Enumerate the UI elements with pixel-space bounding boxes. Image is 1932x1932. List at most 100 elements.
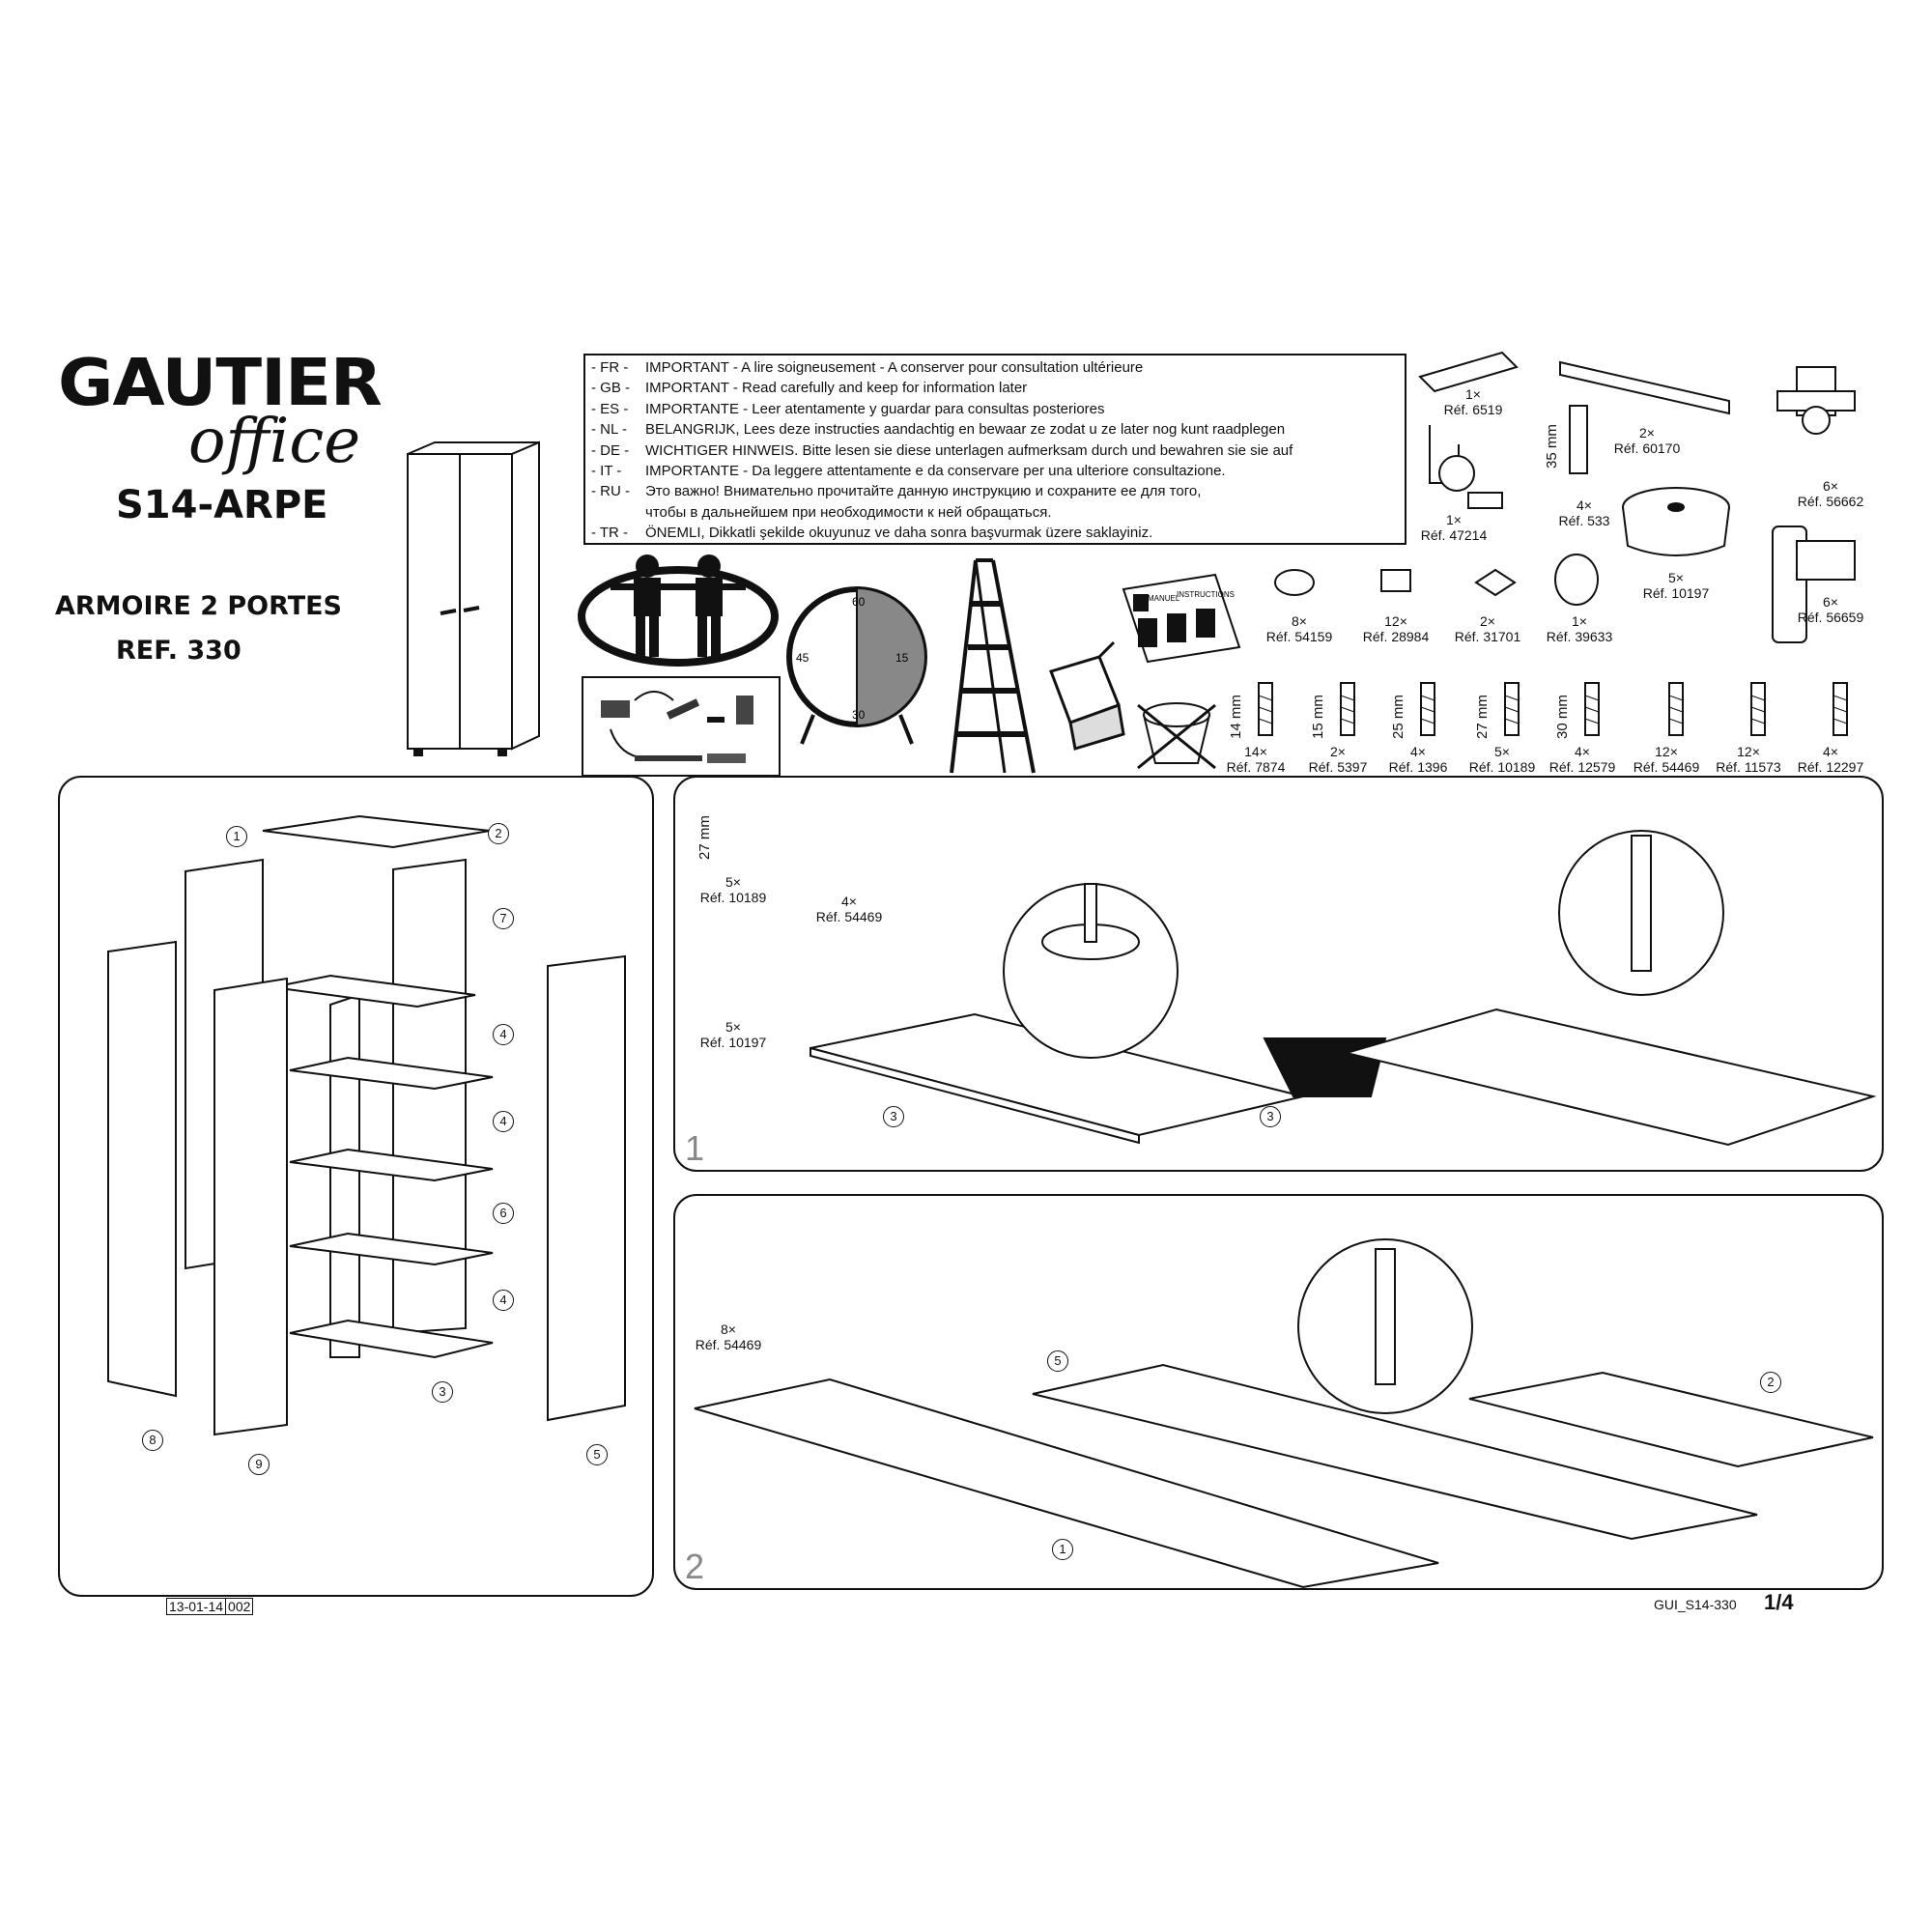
part-dimension: 30 mm	[1554, 695, 1571, 739]
step1-number: 1	[685, 1128, 704, 1168]
part-ref: Réf. 60170	[1613, 440, 1681, 456]
lock-47214-icon	[1429, 425, 1503, 509]
warning-row: - FR - IMPORTANT - A lire soigneusement -…	[591, 357, 1399, 378]
manual-label-b: INSTRUCTIONS	[1177, 590, 1235, 599]
part-callout: 8	[142, 1430, 163, 1451]
footer-date: 13-01-14	[169, 1599, 224, 1614]
product-ref: REF. 330	[116, 636, 242, 666]
warning-lang: - TR -	[591, 525, 629, 542]
step2-number: 2	[685, 1547, 704, 1586]
part-callout: 7	[493, 908, 514, 929]
hardware-part: 8×Réf. 54159	[1256, 613, 1343, 644]
warning-lang: - DE -	[591, 441, 630, 459]
hardware-part: 5×Réf. 10189	[1459, 744, 1546, 775]
warning-row: - DE -WICHTIGER HINWEIS. Bitte lesen sie…	[591, 440, 1399, 461]
part-qty: 6×	[1823, 594, 1838, 610]
part-qty: 4×	[1823, 744, 1838, 759]
hardware-part: 4×Réf. 54469	[806, 894, 893, 924]
part-qty: 8×	[1292, 613, 1307, 629]
warning-text: BELANGRIJK, Lees deze instructies aandac…	[645, 421, 1286, 439]
part-callout: 3	[883, 1106, 904, 1127]
part-qty: 5×	[725, 874, 741, 890]
hardware-part: 5×Réf. 10197	[1633, 570, 1719, 601]
part-callout: 3	[432, 1381, 453, 1403]
clock-icon: 60 15 30 45	[786, 586, 927, 745]
part-qty: 6×	[1823, 478, 1838, 494]
hardware-part: 12×Réf. 28984	[1352, 613, 1439, 644]
part-qty: 1×	[1465, 386, 1481, 402]
warning-text: чтобы в дальнейшем при необходимости к н…	[645, 503, 1052, 521]
part-callout: 4	[493, 1111, 514, 1132]
exploded-view-drawing	[107, 814, 626, 1436]
part-ref: Réf. 7874	[1226, 759, 1286, 775]
warning-text: IMPORTANT - A lire soigneusement - A con…	[645, 359, 1144, 376]
hardware-part: 2×Réf. 60170	[1604, 425, 1690, 456]
hardware-part: 4×Réf. 533	[1541, 497, 1628, 528]
part-qty: 1×	[1572, 613, 1587, 629]
hardware-part: 2×Réf. 5397	[1294, 744, 1381, 775]
document-reference: GUI_S14-330	[1654, 1597, 1737, 1612]
part-qty: 5×	[725, 1019, 741, 1035]
part-qty: 2×	[1330, 744, 1346, 759]
cam-54159-icon	[1274, 569, 1315, 596]
foot-10197-icon	[1622, 487, 1730, 556]
step2-drawing: 2	[685, 1238, 1874, 1589]
part-ref: Réf. 28984	[1362, 629, 1430, 644]
part-ref: Réf. 47214	[1420, 527, 1488, 543]
screw-icon	[1750, 682, 1766, 736]
part-callout: 1	[226, 826, 247, 847]
warning-text: IMPORTANTE - Da leggere attentamente e d…	[645, 463, 1226, 480]
part-qty: 2×	[1639, 425, 1655, 440]
part-dimension: 27 mm	[696, 815, 713, 860]
part-callout: 5	[1047, 1350, 1068, 1372]
part-callout: 1	[1052, 1539, 1073, 1560]
hinge-56662-icon	[1776, 366, 1856, 435]
step1-drawing: 1	[685, 830, 1877, 1168]
hardware-part: 6×Réf. 56659	[1787, 594, 1874, 625]
screw-icon	[1584, 682, 1600, 736]
part-ref: Réf. 1396	[1388, 759, 1448, 775]
product-title: ARMOIRE 2 PORTES	[55, 591, 342, 621]
part-qty: 14×	[1244, 744, 1267, 759]
bracket-28984-icon	[1380, 569, 1411, 592]
warning-lang: - FR -	[591, 359, 629, 376]
part-qty: 4×	[1410, 744, 1426, 759]
part-qty: 8×	[721, 1321, 736, 1337]
part-qty: 2×	[1480, 613, 1495, 629]
warning-lang: - GB -	[591, 380, 630, 397]
warning-box: - FR - IMPORTANT - A lire soigneusement -…	[583, 354, 1406, 545]
hardware-part: 4×Réf. 1396	[1375, 744, 1462, 775]
screw-icon	[1504, 682, 1520, 736]
part-ref: Réf. 54159	[1265, 629, 1333, 644]
part-dimension: 35 mm	[1544, 424, 1560, 469]
hardware-part: 1×Réf. 47214	[1410, 512, 1497, 543]
warning-lang: - RU -	[591, 483, 630, 500]
part-qty: 1×	[1446, 512, 1462, 527]
part-callout: 3	[1260, 1106, 1281, 1127]
part-callout: 9	[248, 1454, 270, 1475]
part-ref: Réf. 54469	[1633, 759, 1700, 775]
warning-lang: - IT -	[591, 463, 622, 480]
screw-icon	[1833, 682, 1848, 736]
part-qty: 4×	[1577, 497, 1592, 513]
part-ref: Réf. 31701	[1454, 629, 1521, 644]
part-ref: Réf. 10189	[1468, 759, 1536, 775]
two-people-icon	[578, 554, 779, 667]
part-ref: Réf. 54469	[695, 1337, 762, 1352]
plate-31701-icon	[1474, 568, 1517, 597]
hardware-part: 6×Réf. 56662	[1787, 478, 1874, 509]
footer-rev: 002	[225, 1599, 250, 1614]
warning-row: чтобы в дальнейшем при необходимости к н…	[591, 502, 1399, 523]
screw-icon	[1340, 682, 1355, 736]
part-qty: 4×	[1575, 744, 1590, 759]
warning-row: - NL -BELANGRIJK, Lees deze instructies …	[591, 419, 1399, 440]
part-qty: 5×	[1668, 570, 1684, 585]
warning-text: Это важно! Внимательно прочитайте данную…	[645, 483, 1202, 500]
plate-6519-icon	[1418, 351, 1519, 393]
brand-logo: GAUTIER	[58, 345, 383, 420]
part-ref: Réf. 39633	[1546, 629, 1613, 644]
part-ref: Réf. 11573	[1716, 759, 1781, 775]
